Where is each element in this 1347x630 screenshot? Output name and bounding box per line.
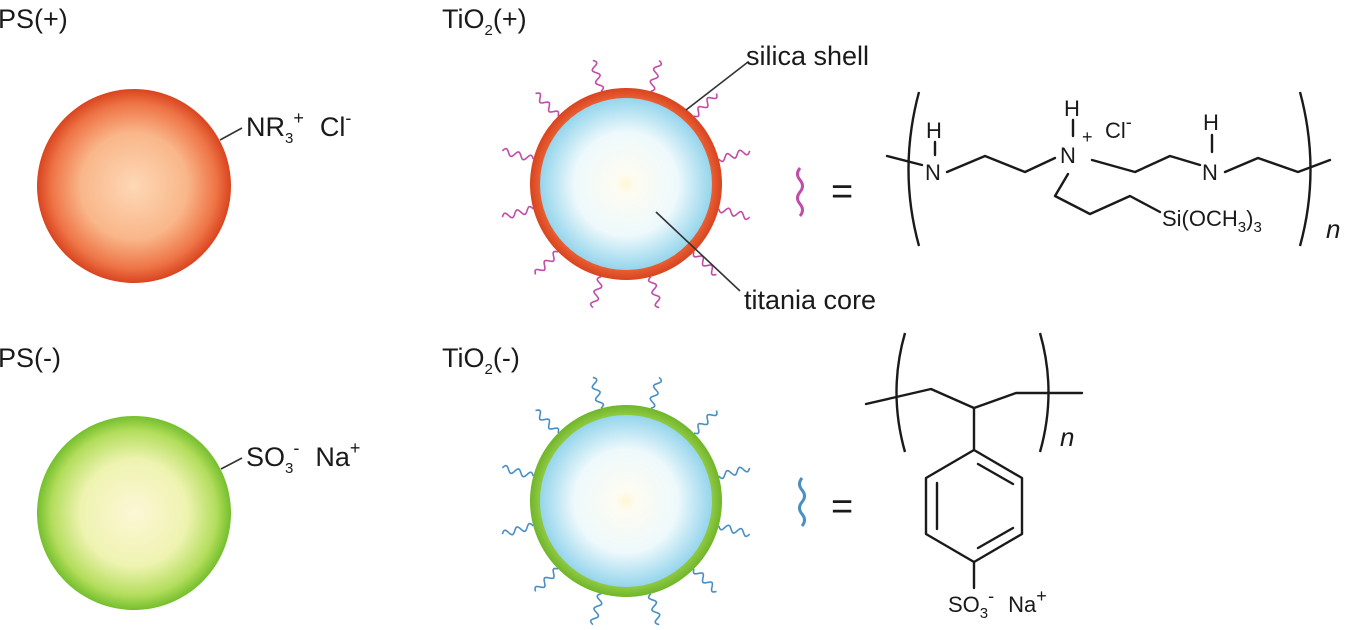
tio2-pos-titania-core bbox=[540, 98, 712, 270]
titania-core-pointer bbox=[655, 211, 741, 292]
polymer-tail bbox=[718, 466, 751, 480]
neg-polymer-sulfonate: SO3-Na+ bbox=[948, 586, 1047, 622]
pos-polymer-repeat-n: n bbox=[1326, 214, 1340, 244]
polymer-tail bbox=[647, 276, 661, 309]
silica-shell-label: silica shell bbox=[746, 41, 869, 71]
polymer-tail bbox=[535, 92, 560, 117]
pos-polymer-h-1: H bbox=[926, 118, 942, 143]
polymer-tail bbox=[591, 376, 605, 409]
pos-polymer-silane: Si(OCH3)3 bbox=[1162, 206, 1262, 236]
ps-neg-title: PS(-) bbox=[0, 343, 61, 373]
polymer-tail bbox=[692, 251, 717, 276]
ps-pos-sphere bbox=[37, 89, 231, 283]
ps-pos-pointer bbox=[219, 127, 243, 141]
polymer-tail bbox=[501, 147, 535, 161]
pos-polymer-side-chain bbox=[1053, 172, 1162, 216]
polymer-tail bbox=[692, 568, 717, 593]
pos-polymer-h-2: H bbox=[1064, 96, 1080, 121]
polymer-tail bbox=[591, 59, 605, 92]
pos-polymer-ammonium-charge: + bbox=[1082, 127, 1093, 147]
neg-polymer-left-paren bbox=[895, 332, 907, 453]
tio2-neg-title: TiO2(-) bbox=[442, 343, 520, 378]
pos-polymer-backbone-1 bbox=[885, 154, 1057, 174]
polymer-tail bbox=[535, 409, 560, 434]
polymer-tail bbox=[589, 275, 603, 309]
polymer-tail bbox=[649, 376, 663, 410]
pos-polymer-chloride: Cl- bbox=[1105, 112, 1132, 143]
neg-polymer-ring-double-bonds bbox=[935, 462, 1015, 550]
polymer-tail bbox=[534, 567, 559, 592]
pos-polymer-n-1: N bbox=[925, 160, 941, 185]
tio2-pos-title: TiO2(+) bbox=[442, 4, 527, 39]
polymer-tail bbox=[693, 93, 718, 118]
tio2-neg-titania-core bbox=[540, 415, 712, 587]
polymer-tail bbox=[717, 524, 751, 538]
polymer-tail bbox=[501, 205, 534, 219]
polymer-tail bbox=[589, 592, 603, 626]
ps-neg-group-label: SO3-Na+ bbox=[246, 438, 360, 477]
pos-polymer-backbone-2 bbox=[1090, 154, 1332, 174]
pos-polymer-n-2: N bbox=[1060, 143, 1076, 168]
pos-polymer-left-paren bbox=[907, 91, 921, 247]
polymer-tail bbox=[501, 464, 535, 478]
ps-neg-sphere bbox=[37, 416, 231, 610]
polymer-tail bbox=[649, 59, 663, 93]
pos-polymer-h-3: H bbox=[1203, 110, 1219, 135]
polymer-tail bbox=[501, 522, 534, 536]
ps-pos-group-label: NR3+Cl- bbox=[246, 108, 351, 147]
tio2-neg-polymer-tails bbox=[501, 376, 751, 626]
silica-shell-pointer bbox=[685, 61, 749, 111]
pos-polymer-right-paren bbox=[1298, 91, 1312, 247]
polymer-tail bbox=[534, 250, 559, 275]
titania-core-label: titania core bbox=[744, 285, 876, 315]
neg-polymer-benzene-ring bbox=[924, 448, 1024, 564]
polymer-tail bbox=[718, 149, 751, 163]
neg-polymer-repeat-n: n bbox=[1060, 422, 1074, 452]
polymer-tail bbox=[647, 593, 661, 626]
pos-polymer-n-3: N bbox=[1202, 160, 1218, 185]
ps-pos-title: PS(+) bbox=[0, 4, 68, 34]
pos-polymer-legend-icon bbox=[796, 167, 804, 217]
polymer-tail bbox=[717, 207, 751, 221]
ps-neg-pointer bbox=[220, 457, 243, 470]
pos-polymer-equals: = bbox=[831, 171, 853, 213]
neg-polymer-legend-icon bbox=[798, 477, 806, 527]
tio2-pos-polymer-tails bbox=[501, 59, 751, 309]
polymer-tail bbox=[693, 410, 718, 435]
neg-polymer-equals: = bbox=[831, 486, 853, 528]
